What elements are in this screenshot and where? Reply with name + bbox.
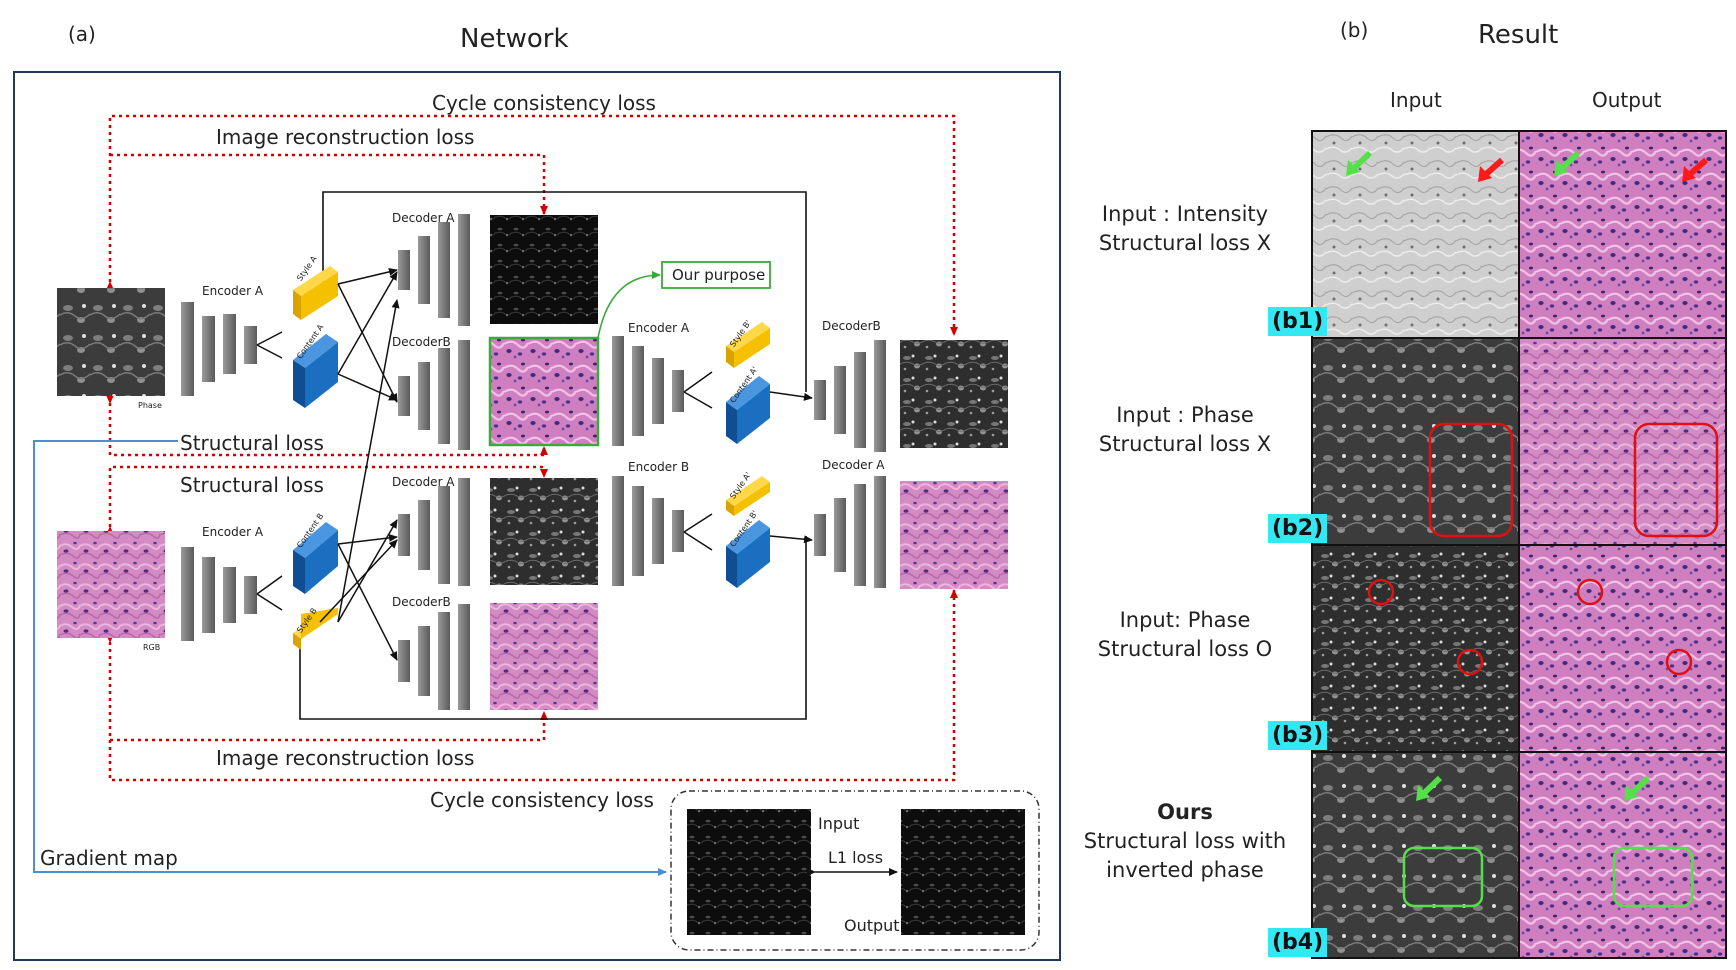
green-arrow-icon [1346,150,1581,176]
to-decoder-arrows [769,391,813,544]
row-b1-line2: Structural loss X [1098,231,1272,255]
purpose-arrow [597,271,661,339]
highlight-box-b2-input [1428,422,1514,538]
cycle-phase-output [900,340,1008,448]
row-b4-line1: Ours [1157,800,1213,824]
encoder-a-top [181,302,257,396]
cycle-loss-bottom-label: Cycle consistency loss [430,788,654,812]
row-b1-caption: Input : Intensity Structural loss X [1070,200,1300,258]
structural-loss-label-2: Structural loss [180,473,324,497]
l1-inset-box [670,790,1040,951]
cycle-he-output [900,481,1008,589]
style-a-prime-block [726,476,770,516]
row-b4-line3: inverted phase [1106,858,1264,882]
our-purpose-label: Our purpose [672,266,766,284]
inset-input-map [687,809,811,935]
decoded-phase-image-1 [490,215,598,324]
our-purpose-box [661,261,771,289]
rgb-input-image [57,531,165,638]
routing-lines [299,191,807,720]
encoder-b-label: Encoder B [628,460,690,474]
cycle-loss-top-label: Cycle consistency loss [432,91,656,115]
decoder-b-3-label: DecoderB [822,319,881,333]
highlight-box-b4-output [1612,846,1694,908]
red-arrow-icon [1478,157,1708,182]
row-b2-line2: Structural loss X [1098,432,1272,456]
encoder-b [612,476,684,586]
content-a-block [293,334,338,408]
inset-l1-label: L1 loss [828,848,884,867]
decoder-b-1-label: DecoderB [392,335,451,349]
highlight-box-b2-output [1633,422,1719,538]
green-arrow-b4-icon [1416,775,1651,801]
cycle-loss-bottom-path [108,589,958,782]
tag-b1: (b1) [1268,307,1328,336]
decoded-he-image-1 [488,336,600,447]
row-b2-caption: Input : Phase Structural loss X [1070,401,1300,459]
structural-loss-2-path [106,465,548,535]
panel-b-letter: (b) [1340,18,1369,42]
row-b1-line1: Input : Intensity [1101,202,1269,226]
column-output-header: Output [1592,88,1662,112]
panel-a-letter: (a) [68,22,96,46]
panel-a-title: Network [460,24,569,54]
encoder-a-3-label: Encoder A [628,321,690,335]
decoder-b-2-label: DecoderB [392,595,451,609]
inset-output-map [901,809,1025,935]
column-input-header: Input [1390,88,1442,112]
row-b4-caption: Ours Structural loss with inverted phase [1070,798,1300,885]
content-a-prime-block [726,376,770,444]
encoder-a-bottom-label: Encoder A [202,525,264,539]
row-b2-line1: Input : Phase [1116,403,1254,427]
style-a-block [293,266,338,320]
structural-loss-label-1: Structural loss [180,431,324,455]
row-b4-line2: Structural loss with [1083,829,1287,853]
row-b3-line1: Input: Phase [1119,608,1251,632]
tag-b3: (b3) [1268,721,1328,750]
content-b-block [293,522,338,594]
decoder-b-2 [398,604,470,710]
gradient-map-line [33,440,667,876]
decoder-a-2 [398,478,470,586]
recon-loss-bottom-label: Image reconstruction loss [216,746,475,770]
structural-loss-path [106,395,548,457]
panel-b-title: Result [1478,20,1559,50]
style-b-prime-block [726,322,770,368]
encoder-a-top-label: Encoder A [202,284,264,298]
phase-caption: Phase [138,401,162,410]
tag-b4: (b4) [1268,928,1328,957]
highlight-box-b4-input [1402,846,1484,908]
row-b3-caption: Input: Phase Structural loss O [1070,606,1300,664]
decoder-b-3 [814,340,886,452]
decoder-a-1-label: Decoder A [392,211,455,225]
result-grid [1311,130,1727,959]
tag-b2: (b2) [1268,514,1328,543]
rgb-caption: RGB [143,643,161,652]
decoded-phase-image-2 [490,478,598,585]
cross-arrows [319,267,400,661]
gradient-map-label: Gradient map [40,846,178,870]
network-frame [13,71,1061,961]
content-b-prime-block [726,520,770,588]
encoder-a-3 [612,336,684,446]
inset-input-label: Input [818,814,860,833]
decoded-he-image-2 [490,603,598,710]
inset-output-label: Output [844,916,900,935]
row-b3-line2: Structural loss O [1097,637,1273,661]
decoder-a-3 [814,476,886,588]
recon-loss-bottom-path [106,634,548,742]
decoder-b-1 [398,340,470,450]
recon-loss-top-label: Image reconstruction loss [216,125,475,149]
encoder-a-bottom [181,547,257,641]
highlight-circles-b3 [1367,578,1693,676]
decoder-a-1 [398,214,470,326]
decoder-a-2-label: Decoder A [392,475,455,489]
phase-input-image [57,288,165,396]
cycle-loss-top-path [106,114,958,336]
decoder-a-3-label: Decoder A [822,458,885,472]
recon-loss-top-path [110,153,548,215]
